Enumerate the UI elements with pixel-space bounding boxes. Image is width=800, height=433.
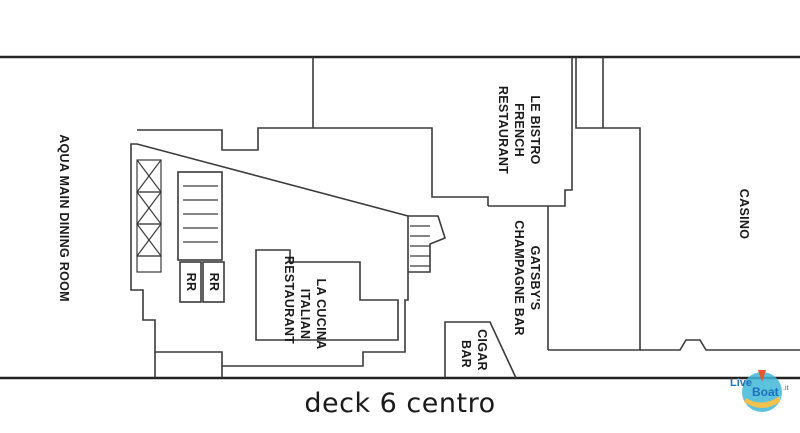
logo-text-live: Live [730,377,752,389]
casino-boundary [548,57,641,351]
label-restroom-2: RR [207,273,221,292]
logo-text-it: .it [783,385,789,392]
label-gatsbys: GATSBY'S [528,246,542,311]
cigar-bar-outline [444,321,517,379]
label-casino: CASINO [737,189,751,239]
logo-wave [744,396,780,408]
label-cucina-restaurant: RESTAURANT [282,256,296,344]
logo-flag [758,370,766,382]
restroom-2 [202,261,225,303]
label-italian: ITALIAN [298,289,312,339]
gatsby-stair [408,215,446,273]
label-restroom-1: RR [184,273,198,292]
liveboat-logo: Live Boat .it [730,370,789,412]
label-le-bistro-restaurant: RESTAURANT [496,86,510,174]
bistro-east-wall [488,57,573,207]
stair-core [177,171,223,261]
aqua-dining-lower-wall [154,352,223,378]
casino-bottom-edge [640,339,800,351]
cucina-room-outline [255,249,399,341]
label-le-bistro: LE BISTRO [528,95,542,164]
label-aqua-main-dining-room: AQUA MAIN DINING ROOM [57,134,71,302]
deck-caption: deck 6 centro [304,388,496,419]
label-cigar: CIGAR [475,329,489,371]
restroom-1 [179,261,202,303]
elevator-shafts [136,159,162,273]
label-champagne-bar: CHAMPAGNE BAR [512,220,526,335]
label-la-cucina: LA CUCINA [314,279,328,350]
logo-text-boat: Boat [752,385,779,399]
label-cigar-bar: BAR [459,340,473,368]
label-le-bistro-french: FRENCH [512,103,526,157]
central-service-block [130,127,489,367]
